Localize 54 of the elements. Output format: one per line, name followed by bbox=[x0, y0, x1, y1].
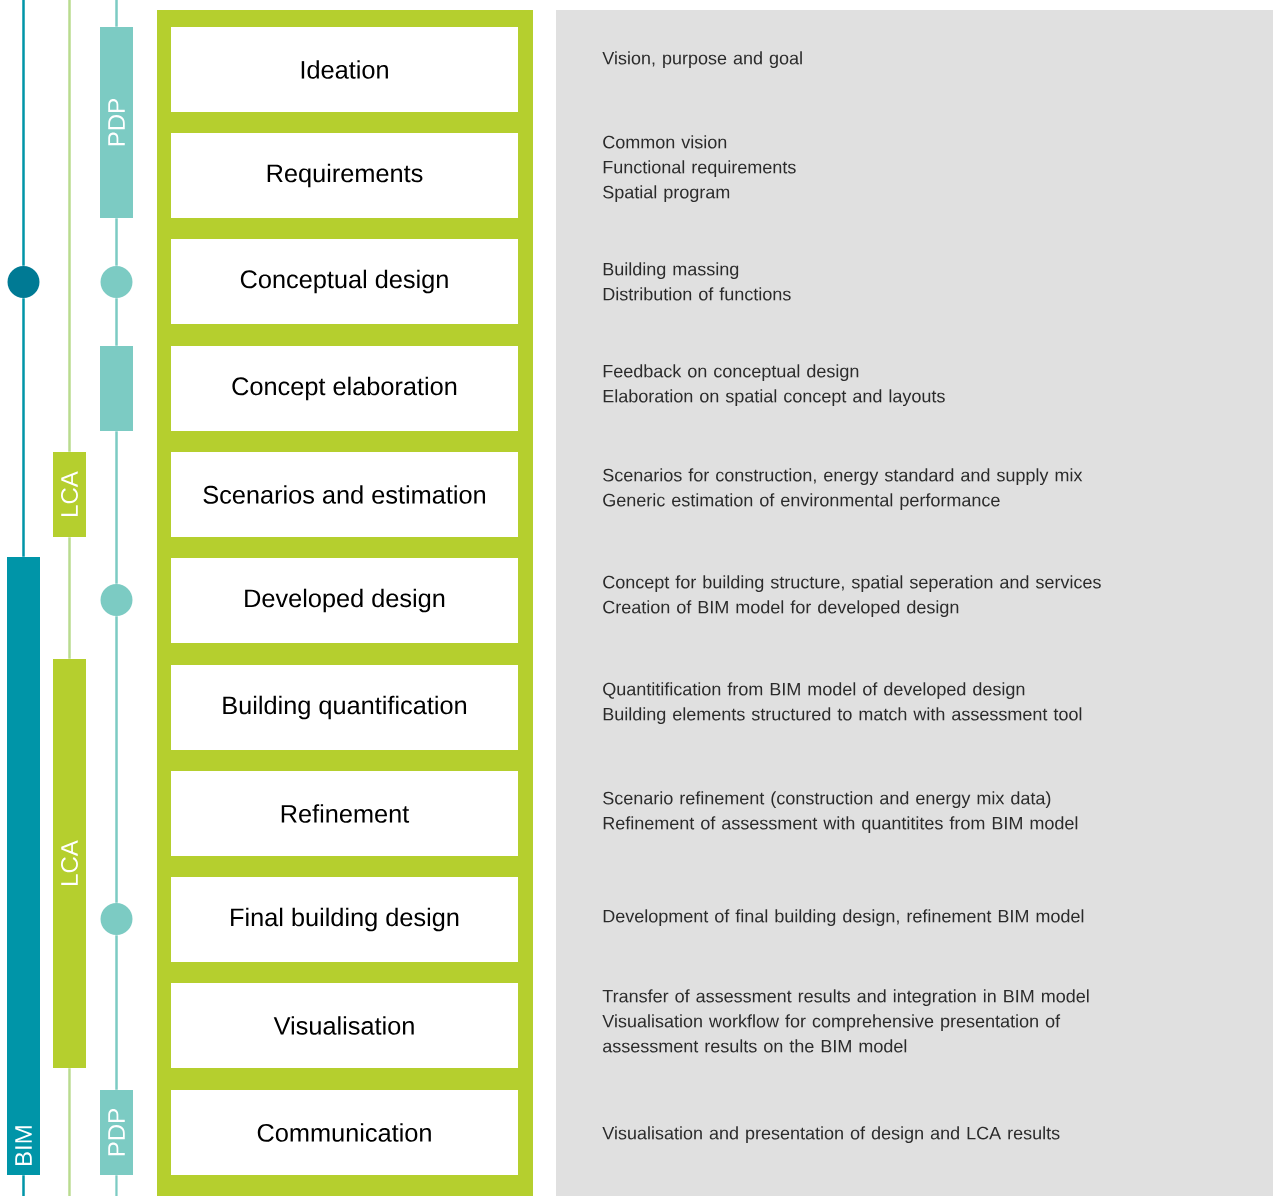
timeline-line bbox=[22, 1175, 25, 1196]
description-text: Visualisation workflow for comprehensive presentation of assessment results on the BIM model bbox=[602, 1014, 1061, 1053]
step-box: Building quantification bbox=[171, 665, 518, 750]
description-text: Creation of BIM model for developed design bbox=[603, 600, 959, 618]
description-text: Functional requirements bbox=[603, 160, 796, 178]
timeline-line bbox=[115, 935, 118, 1090]
milestone-dot bbox=[100, 584, 133, 616]
step-box: Visualisation bbox=[171, 983, 518, 1068]
description-text: Refinement of assessment with quantitites from BIM model bbox=[603, 816, 1078, 834]
phase-bar: PDP bbox=[100, 27, 133, 218]
phase-bar bbox=[100, 346, 133, 431]
timeline-line bbox=[115, 1175, 118, 1196]
description-text: Visualisation and presentation of design and LCA results bbox=[602, 1126, 1060, 1144]
timeline-line bbox=[115, 0, 118, 27]
timeline-line bbox=[115, 616, 118, 903]
timeline-line bbox=[115, 298, 118, 346]
step-box: Final building design bbox=[171, 877, 518, 962]
step-box: Refinement bbox=[171, 771, 518, 856]
timeline-line bbox=[68, 537, 71, 659]
description-text: Spatial program bbox=[603, 185, 730, 203]
phase-bar: LCA bbox=[53, 659, 86, 1068]
phase-bar: PDP bbox=[100, 1090, 133, 1175]
description-text: Distribution of functions bbox=[603, 287, 791, 301]
description-text: Common vision bbox=[603, 135, 727, 149]
description-text: Elaboration on spatial concept and layouts bbox=[603, 389, 945, 407]
timeline-line bbox=[68, 0, 71, 452]
timeline-line bbox=[22, 0, 25, 266]
description-text: Generic estimation of environmental performance bbox=[603, 493, 1000, 511]
description-text: Building massing bbox=[603, 262, 739, 280]
step-box: Concept elaboration bbox=[171, 346, 518, 431]
step-box: Developed design bbox=[171, 558, 518, 643]
step-box: Requirements bbox=[171, 133, 518, 218]
timeline-line bbox=[115, 431, 118, 584]
milestone-dot bbox=[100, 266, 133, 298]
description-text: Feedback on conceptual design bbox=[603, 364, 859, 382]
description-text: Scenario refinement (construction and energy mix data) bbox=[603, 791, 1051, 809]
timeline-line bbox=[115, 218, 118, 266]
step-box: Communication bbox=[171, 1090, 518, 1175]
timeline-line bbox=[68, 1068, 71, 1196]
timeline-line bbox=[22, 298, 25, 557]
description-text: Building elements structured to match with assessment tool bbox=[603, 707, 1082, 725]
phase-bar: BIM bbox=[7, 557, 40, 1175]
step-box: Conceptual design bbox=[171, 239, 518, 324]
phase-bar: LCA bbox=[53, 452, 86, 537]
milestone-dot bbox=[7, 266, 40, 298]
description-text: Transfer of assessment results and integration in BIM model bbox=[602, 989, 1089, 1007]
description-text: Scenarios for construction, energy standard and supply mix bbox=[603, 468, 1083, 486]
description-text: Quantitification from BIM model of developed design bbox=[603, 682, 1025, 700]
description-text: Development of final building design, refinement BIM model bbox=[603, 909, 1084, 927]
milestone-dot bbox=[100, 903, 133, 935]
description-text: Vision, purpose and goal bbox=[602, 51, 802, 69]
step-box: Scenarios and estimation bbox=[171, 452, 518, 537]
step-box: Ideation bbox=[171, 27, 518, 112]
description-text: Concept for building structure, spatial seperation and services bbox=[603, 575, 1101, 593]
